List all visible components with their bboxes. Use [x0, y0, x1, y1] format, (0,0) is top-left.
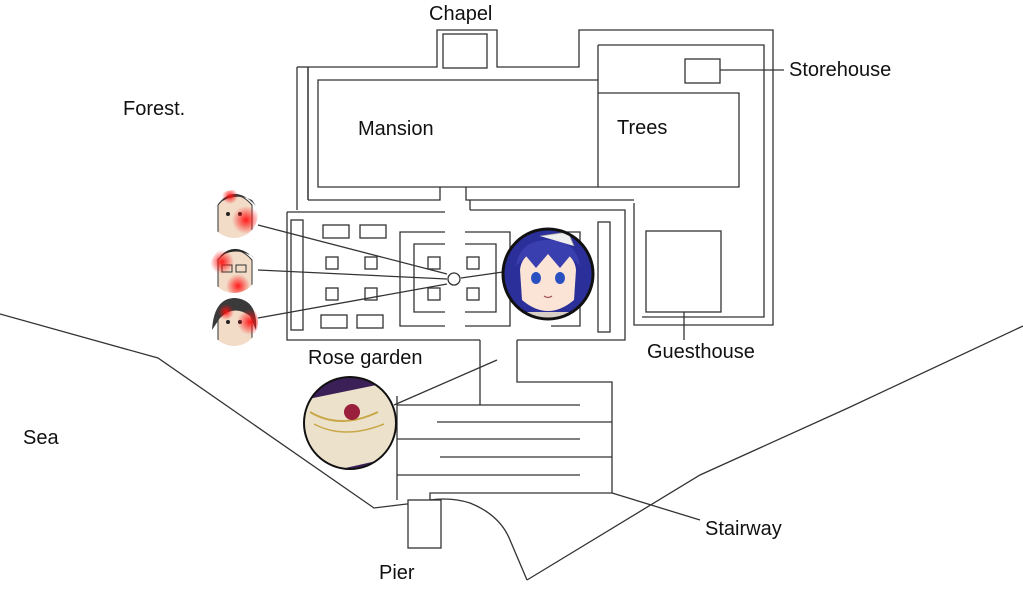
label-trees: Trees — [617, 117, 667, 139]
label-chapel: Chapel — [429, 3, 492, 25]
estate-boundary — [296, 29, 774, 326]
label-mansion: Mansion — [358, 118, 434, 140]
fountain — [447, 272, 461, 286]
label-rose-garden: Rose garden — [308, 347, 423, 369]
guesthouse-building — [645, 230, 722, 313]
stairway — [396, 340, 701, 521]
label-forest: Forest. — [123, 98, 185, 120]
maid-portrait — [501, 227, 595, 321]
label-pier: Pier — [379, 562, 415, 584]
pointer-lines — [257, 224, 504, 406]
rose-garden — [286, 200, 626, 341]
victim-portrait-3 — [210, 298, 258, 346]
victim-portrait-1 — [210, 190, 258, 238]
mansion-block — [308, 44, 765, 318]
chapel-building — [442, 33, 488, 69]
victim-portrait-2 — [210, 245, 258, 293]
map-labels: Chapel Storehouse Forest. Mansion Trees … — [23, 3, 891, 584]
pier — [407, 499, 442, 549]
label-storehouse: Storehouse — [789, 59, 891, 81]
label-sea: Sea — [23, 427, 59, 449]
storehouse-building — [684, 58, 721, 84]
label-guesthouse: Guesthouse — [647, 341, 755, 363]
label-stairway: Stairway — [705, 518, 782, 540]
letter-portrait — [303, 376, 397, 470]
coastline — [0, 313, 1023, 581]
